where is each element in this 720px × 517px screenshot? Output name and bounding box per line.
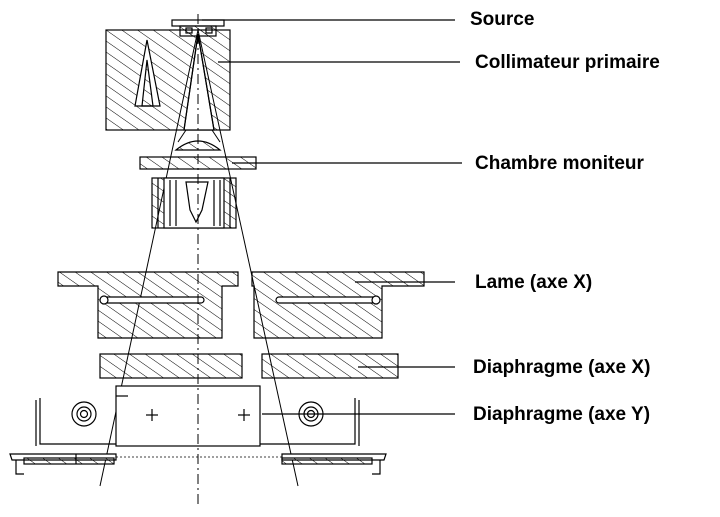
mirror-cylinder	[151, 177, 237, 229]
flattening-filter	[174, 140, 222, 151]
diaphragm-y-assembly	[35, 385, 360, 447]
label-primary-collimator: Collimateur primaire	[475, 52, 660, 73]
diaphragm-x-right	[261, 353, 399, 379]
bottom-rail-left	[9, 453, 117, 475]
primary-collimator-block	[105, 29, 231, 131]
label-monitor-chamber: Chambre moniteur	[475, 153, 644, 174]
label-jaw-x: Lame (axe X)	[475, 272, 593, 293]
jaw-x-left	[57, 271, 239, 339]
diaphragm-x-left	[99, 353, 243, 379]
leader-lines	[202, 19, 462, 415]
label-diaphragm-y: Diaphragme (axe Y)	[473, 404, 651, 425]
label-source: Source	[470, 9, 535, 30]
jaw-x-right	[251, 271, 425, 339]
bottom-rail-right	[281, 453, 387, 475]
label-diaphragm-x: Diaphragme (axe X)	[473, 357, 651, 378]
